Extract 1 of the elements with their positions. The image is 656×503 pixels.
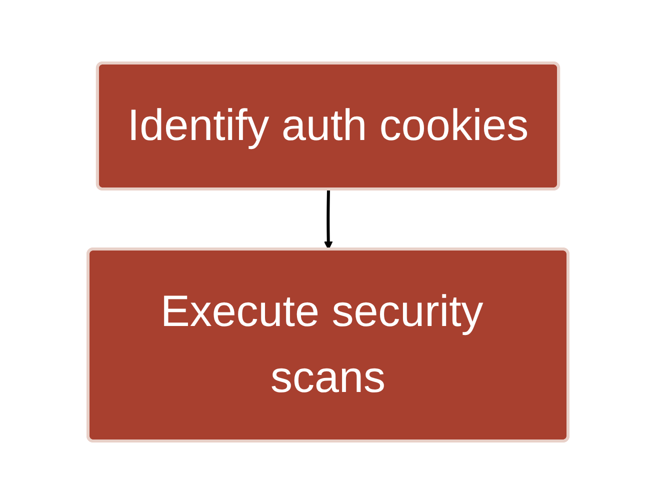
arrow [324, 188, 333, 250]
